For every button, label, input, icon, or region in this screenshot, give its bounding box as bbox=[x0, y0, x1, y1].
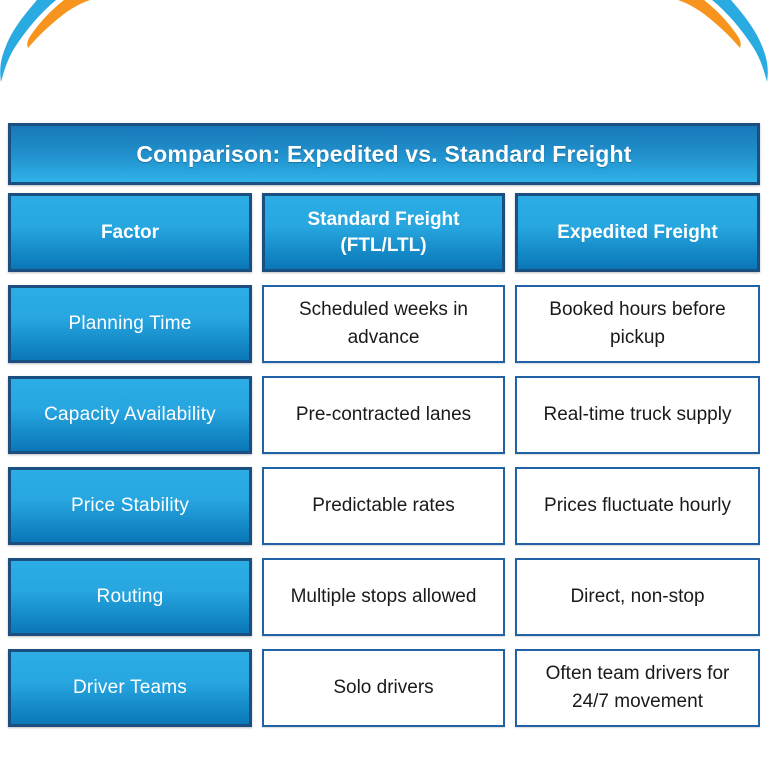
standard-value-capacity-availability: Pre-contracted lanes bbox=[262, 376, 505, 454]
standard-value-routing: Multiple stops allowed bbox=[262, 558, 505, 636]
column-header-standard-freight: Standard Freight (FTL/LTL) bbox=[262, 193, 505, 272]
value-text: Booked hours before pickup bbox=[549, 299, 726, 348]
factor-cell-planning-time: Planning Time bbox=[8, 285, 252, 363]
factor-label: Routing bbox=[96, 586, 164, 607]
title-banner: Comparison: Expedited vs. Standard Freig… bbox=[8, 123, 760, 185]
factor-label: Driver Teams bbox=[73, 677, 187, 698]
value-text: Pre-contracted lanes bbox=[295, 404, 472, 426]
expedited-value-driver-teams: Often team drivers for 24/7 movement bbox=[515, 649, 760, 727]
factor-cell-capacity-availability: Capacity Availability bbox=[8, 376, 252, 454]
value-text: Solo drivers bbox=[333, 677, 434, 699]
corner-swoosh-right-icon bbox=[678, 0, 768, 82]
column-header-factor: Factor bbox=[8, 193, 252, 272]
value-text: Often team drivers for 24/7 movement bbox=[545, 663, 730, 712]
column-header-expedited-freight-label: Expedited Freight bbox=[557, 221, 718, 243]
comparison-infographic: Comparison: Expedited vs. Standard Freig… bbox=[8, 123, 760, 727]
expedited-value-price-stability: Prices fluctuate hourly bbox=[515, 467, 760, 545]
expedited-value-capacity-availability: Real-time truck supply bbox=[515, 376, 760, 454]
factor-cell-driver-teams: Driver Teams bbox=[8, 649, 252, 727]
standard-value-driver-teams: Solo drivers bbox=[262, 649, 505, 727]
comparison-table: Factor Standard Freight (FTL/LTL) Expedi… bbox=[8, 193, 760, 727]
column-header-expedited-freight: Expedited Freight bbox=[515, 193, 760, 272]
value-text: Real-time truck supply bbox=[543, 404, 732, 426]
value-text: Predictable rates bbox=[312, 495, 455, 517]
standard-value-planning-time: Scheduled weeks in advance bbox=[262, 285, 505, 363]
value-text: Scheduled weeks in advance bbox=[299, 299, 468, 348]
factor-label: Planning Time bbox=[68, 313, 192, 334]
corner-swoosh-left-icon bbox=[0, 0, 90, 82]
value-text: Prices fluctuate hourly bbox=[544, 495, 731, 517]
standard-value-price-stability: Predictable rates bbox=[262, 467, 505, 545]
factor-cell-price-stability: Price Stability bbox=[8, 467, 252, 545]
factor-label: Capacity Availability bbox=[44, 404, 216, 425]
value-text: Direct, non-stop bbox=[570, 586, 705, 608]
column-header-factor-label: Factor bbox=[100, 221, 160, 243]
column-header-standard-freight-label: Standard Freight (FTL/LTL) bbox=[307, 208, 460, 256]
expedited-value-routing: Direct, non-stop bbox=[515, 558, 760, 636]
expedited-value-planning-time: Booked hours before pickup bbox=[515, 285, 760, 363]
page-title: Comparison: Expedited vs. Standard Freig… bbox=[136, 140, 632, 167]
factor-label: Price Stability bbox=[70, 495, 190, 516]
value-text: Multiple stops allowed bbox=[290, 586, 477, 608]
factor-cell-routing: Routing bbox=[8, 558, 252, 636]
